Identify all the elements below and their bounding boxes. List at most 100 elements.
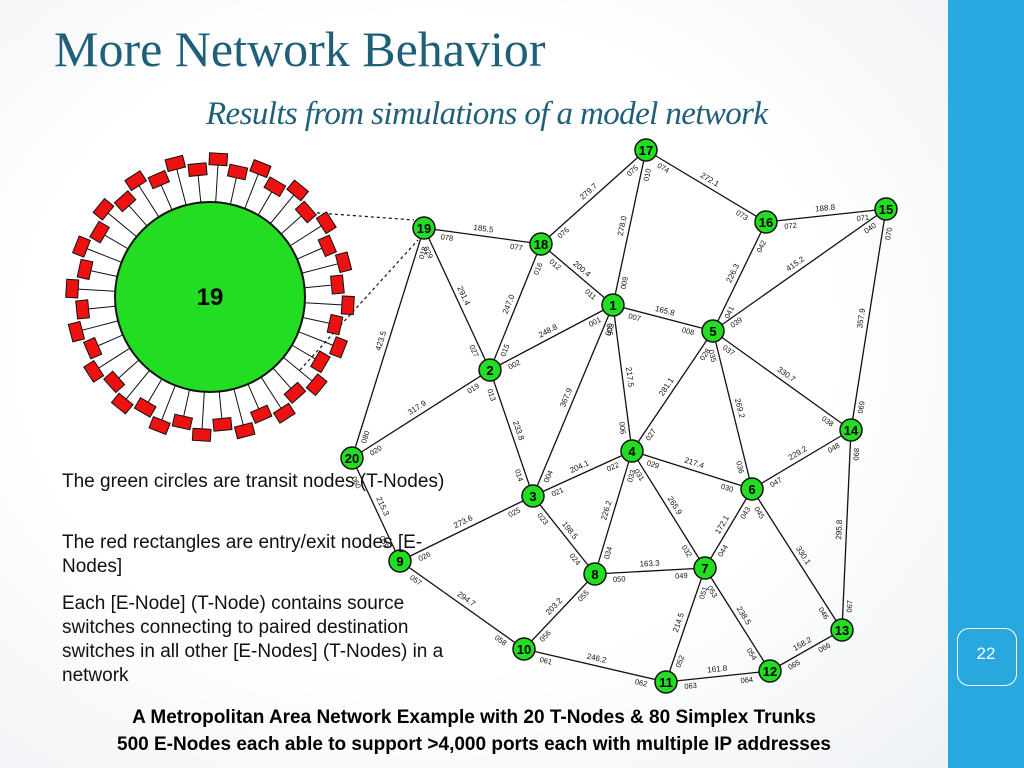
t-node-label: 14 (844, 423, 859, 438)
page-number: 22 (976, 644, 996, 663)
e-node-link (283, 356, 313, 382)
port-label: 058 (493, 633, 508, 648)
e-node-link (298, 331, 334, 346)
t-node-label: 11 (659, 675, 673, 690)
link-distance-label: 265.9 (666, 495, 685, 517)
t-node (512, 637, 536, 661)
port-label: 033 (625, 469, 637, 484)
e-node-link (78, 288, 116, 292)
link-distance-label: 279.7 (578, 181, 599, 201)
t-node (388, 549, 412, 573)
t-node (412, 216, 436, 240)
link-distance-label: 273.6 (452, 513, 474, 530)
link-distance-label: 330.1 (794, 545, 813, 567)
e-node-link (296, 247, 323, 260)
e-node-link (118, 359, 140, 379)
e-node-link (301, 263, 338, 274)
e-node-link (244, 173, 259, 209)
e-node (317, 234, 338, 258)
port-label: 005 (604, 323, 615, 337)
link-distance-label: 215.3 (374, 495, 391, 517)
description-switches: Each [E-Node] (T-Node) contains source s… (62, 593, 444, 686)
e-node (208, 152, 229, 167)
trunk-link (532, 450, 633, 497)
e-node-link (183, 389, 191, 417)
t-node-label: 9 (396, 554, 403, 569)
link-distance-label: 247.0 (501, 293, 517, 315)
port-label: 024 (568, 552, 583, 567)
zoom-node-label: 19 (197, 284, 224, 311)
e-node-link (260, 376, 282, 409)
port-label: 038 (820, 414, 835, 429)
t-node-label: 15 (879, 202, 893, 217)
trunk-link (712, 221, 767, 332)
port-label: 030 (720, 482, 735, 494)
t-node (529, 232, 553, 256)
link-distance-label: 357.9 (855, 307, 867, 329)
e-node-link (82, 320, 119, 331)
t-node-label: 6 (748, 482, 755, 497)
e-node-link (107, 212, 137, 238)
trunk-link (489, 304, 614, 371)
trunk-link (665, 670, 771, 683)
port-label: 014 (513, 468, 526, 483)
port-label: 075 (625, 163, 640, 178)
t-node-label: 20 (345, 451, 359, 466)
link-distance-label: 188.8 (815, 202, 836, 213)
t-node-label: 16 (759, 215, 773, 230)
e-node-link (161, 385, 176, 421)
port-label: 068 (852, 448, 862, 461)
e-node-link (147, 378, 163, 403)
e-node (249, 404, 273, 425)
trunk-link (631, 330, 714, 452)
e-node (263, 176, 287, 198)
port-label: 049 (675, 571, 688, 581)
t-node (754, 210, 778, 234)
accent-sidebar (948, 0, 1024, 768)
e-node-link (97, 334, 124, 347)
trunk-link (489, 243, 542, 371)
zoom-node-group: 19 (65, 152, 419, 442)
port-label: 007 (627, 311, 641, 323)
e-node (103, 370, 126, 394)
e-node-link (98, 347, 131, 369)
e-node-link (289, 225, 322, 247)
port-label: 067 (845, 600, 855, 613)
trunk-link (489, 369, 534, 497)
link-distance-label: 163.3 (639, 559, 660, 569)
e-node (148, 416, 171, 436)
t-node-label: 19 (417, 221, 431, 236)
trunk-link (523, 648, 667, 683)
link-distance-label: 200.4 (571, 259, 593, 279)
link-distance-label: 165.8 (654, 304, 676, 318)
trunk-link (423, 227, 542, 245)
e-node (191, 427, 212, 442)
t-node (340, 446, 364, 470)
description-t-nodes: The green circles are transit nodes (T-N… (62, 471, 445, 492)
page-number-badge (957, 628, 1017, 686)
trunk-link (645, 149, 767, 223)
t-node-label: 7 (701, 561, 708, 576)
link-distance-label: 217.5 (624, 367, 636, 389)
trunk-link (594, 450, 633, 575)
e-node-link (280, 215, 302, 235)
port-label: 013 (485, 387, 498, 402)
trunk-link (523, 573, 596, 650)
e-node-link (201, 391, 205, 429)
port-label: 055 (576, 588, 591, 603)
port-label: 080 (359, 430, 371, 445)
trunk-link (631, 450, 706, 569)
t-node (620, 439, 644, 463)
e-node (249, 159, 272, 179)
t-node-label: 2 (486, 363, 493, 378)
port-label: 012 (547, 257, 562, 272)
t-node-label: 3 (529, 489, 536, 504)
port-label: 076 (556, 225, 571, 240)
e-node (171, 413, 194, 431)
t-node-label: 13 (835, 623, 849, 638)
port-label: 071 (856, 213, 869, 223)
trunk-link (704, 488, 753, 569)
link-distance-label: 198.5 (560, 520, 580, 542)
e-node-link (218, 391, 223, 419)
